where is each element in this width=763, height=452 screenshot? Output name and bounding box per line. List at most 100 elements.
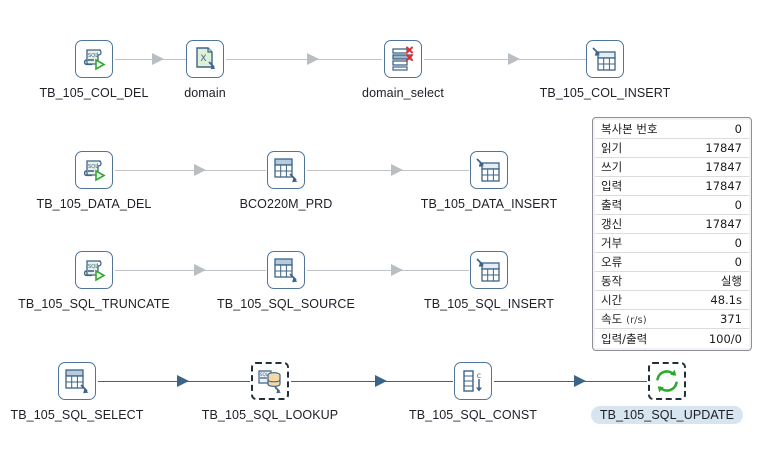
metric-value: 48.1s xyxy=(710,293,742,307)
sql-script-run-icon[interactable]: SQL xyxy=(75,40,113,78)
metric-label: 시간 xyxy=(601,293,623,307)
step-node-tb-105-col-insert[interactable]: TB_105_COL_INSERT xyxy=(525,40,685,102)
metric-row: 입력 17847 xyxy=(595,177,749,196)
metric-label: 쓰기 xyxy=(601,160,623,174)
metric-label: 입력/출력 xyxy=(601,331,648,346)
table-insert-icon[interactable] xyxy=(470,251,508,289)
connector-line[interactable] xyxy=(115,59,186,60)
metric-value: 17847 xyxy=(705,217,742,231)
svg-text:c: c xyxy=(477,371,481,380)
metric-value: 17847 xyxy=(705,179,742,193)
svg-text:SQL: SQL xyxy=(88,53,98,59)
connector-line[interactable] xyxy=(98,381,250,382)
metric-row: 입력/출력 100/0 xyxy=(595,329,749,348)
step-node-label[interactable]: TB_105_COL_INSERT xyxy=(539,86,671,100)
step-node-label[interactable]: TB_105_SQL_LOOKUP xyxy=(201,408,339,422)
metric-label: 복사본 번호 xyxy=(601,122,658,136)
table-update-icon[interactable] xyxy=(648,362,686,400)
step-node-label[interactable]: TB_105_SQL_CONST xyxy=(408,408,538,422)
metric-label: 동작 xyxy=(601,274,623,288)
step-node-label[interactable]: domain xyxy=(184,86,226,100)
table-insert-icon[interactable] xyxy=(470,151,508,189)
metric-row: 복사본 번호 0 xyxy=(595,120,749,139)
step-metrics-panel: 복사본 번호 0 읽기 17847 쓰기 17847 입력 17847 출력 0 갱신 17847 거부… xyxy=(592,117,752,351)
table-insert-icon[interactable] xyxy=(586,40,624,78)
metric-row: 속도(r/s)371 xyxy=(595,310,749,329)
metric-label: 오류 xyxy=(601,255,623,269)
step-node-label[interactable]: BCO220M_PRD xyxy=(239,197,333,211)
connector-line[interactable] xyxy=(424,59,586,60)
connector-line[interactable] xyxy=(115,170,266,171)
metric-value: 0 xyxy=(734,198,742,212)
metric-value: 17847 xyxy=(705,160,742,174)
step-node-domain-select[interactable]: domain_select xyxy=(323,40,483,102)
metric-label: 거부 xyxy=(601,236,623,250)
step-node-tb-105-sql-lookup[interactable]: SQL TB_105_SQL_LOOKUP xyxy=(190,362,350,424)
metric-row: 읽기 17847 xyxy=(595,139,749,158)
step-node-bco220m-prd[interactable]: BCO220M_PRD xyxy=(206,151,366,213)
svg-text:X: X xyxy=(200,54,206,64)
svg-text:SQL: SQL xyxy=(260,372,269,377)
step-node-label[interactable]: domain_select xyxy=(362,86,444,100)
connector-arrowhead-icon xyxy=(193,164,206,176)
step-node-tb-105-sql-source[interactable]: TB_105_SQL_SOURCE xyxy=(206,251,366,313)
connector-arrowhead-icon xyxy=(391,264,404,276)
metric-value: 0 xyxy=(734,236,742,250)
connector-arrowhead-icon xyxy=(151,53,164,65)
step-node-label[interactable]: TB_105_SQL_SOURCE xyxy=(217,297,355,311)
step-node-label[interactable]: TB_105_SQL_TRUNCATE xyxy=(18,297,170,311)
connector-line[interactable] xyxy=(307,270,469,271)
table-input-icon[interactable] xyxy=(58,362,96,400)
step-node-tb-105-sql-const[interactable]: c TB_105_SQL_CONST xyxy=(393,362,553,424)
db-lookup-icon[interactable]: SQL xyxy=(251,362,289,400)
connector-arrowhead-icon xyxy=(177,375,190,387)
step-node-label[interactable]: TB_105_DATA_INSERT xyxy=(420,197,558,211)
metric-label: 입력 xyxy=(601,179,623,193)
filter-select-icon[interactable] xyxy=(384,40,422,78)
step-node-tb-105-sql-update[interactable]: TB_105_SQL_UPDATE xyxy=(587,362,747,424)
metric-label: 갱신 xyxy=(601,217,623,231)
metric-row: 시간 48.1s xyxy=(595,291,749,310)
connector-line[interactable] xyxy=(226,59,382,60)
metric-label: 속도 xyxy=(601,312,623,326)
connector-line[interactable] xyxy=(291,381,453,382)
connector-arrowhead-icon xyxy=(391,164,404,176)
connector-line[interactable] xyxy=(115,270,266,271)
svg-text:SQL: SQL xyxy=(88,164,98,170)
metric-row: 거부 0 xyxy=(595,234,749,253)
metric-row: 출력 0 xyxy=(595,196,749,215)
connector-arrowhead-icon xyxy=(193,264,206,276)
sql-script-run-icon[interactable]: SQL xyxy=(75,151,113,189)
step-node-label[interactable]: TB_105_SQL_INSERT xyxy=(423,297,554,311)
step-node-tb-105-data-insert[interactable]: TB_105_DATA_INSERT xyxy=(409,151,569,213)
constant-value-icon[interactable]: c xyxy=(454,362,492,400)
svg-text:SQL: SQL xyxy=(88,264,98,270)
sql-script-run-icon[interactable]: SQL xyxy=(75,251,113,289)
excel-input-icon[interactable]: X xyxy=(186,40,224,78)
step-node-tb-105-data-del[interactable]: SQL TB_105_DATA_DEL xyxy=(14,151,174,213)
connector-arrowhead-icon xyxy=(375,375,388,387)
step-node-label[interactable]: TB_105_DATA_DEL xyxy=(36,197,152,211)
metric-value: 0 xyxy=(734,122,742,136)
step-node-label[interactable]: TB_105_COL_DEL xyxy=(39,86,149,100)
metric-value: 17847 xyxy=(705,141,742,155)
metric-value: 100/0 xyxy=(708,331,742,346)
step-node-tb-105-sql-insert[interactable]: TB_105_SQL_INSERT xyxy=(409,251,569,313)
connector-arrowhead-icon xyxy=(307,53,320,65)
metric-label: 읽기 xyxy=(601,141,623,155)
table-input-icon[interactable] xyxy=(267,151,305,189)
step-node-tb-105-sql-select[interactable]: TB_105_SQL_SELECT xyxy=(0,362,157,424)
connector-line[interactable] xyxy=(494,381,647,382)
metric-label: 출력 xyxy=(601,198,623,212)
step-node-tb-105-sql-truncate[interactable]: SQL TB_105_SQL_TRUNCATE xyxy=(14,251,174,313)
metric-value: 0 xyxy=(734,255,742,269)
step-node-label[interactable]: TB_105_SQL_UPDATE xyxy=(590,406,744,424)
connector-line[interactable] xyxy=(307,170,469,171)
metric-value: 371 xyxy=(720,312,742,326)
step-node-tb-105-col-del[interactable]: SQL TB_105_COL_DEL xyxy=(14,40,174,102)
step-node-domain[interactable]: X domain xyxy=(125,40,285,102)
step-node-label[interactable]: TB_105_SQL_SELECT xyxy=(10,408,144,422)
table-input-icon[interactable] xyxy=(267,251,305,289)
